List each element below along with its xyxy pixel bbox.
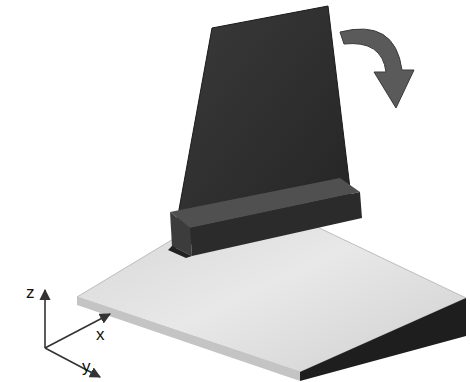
axis-label: x bbox=[96, 326, 105, 343]
axis-triad bbox=[45, 290, 110, 377]
axis-label: y bbox=[82, 358, 91, 375]
rotation-arrow bbox=[340, 29, 414, 108]
tilted-plate bbox=[168, 6, 362, 258]
axis-label: z bbox=[26, 284, 35, 301]
